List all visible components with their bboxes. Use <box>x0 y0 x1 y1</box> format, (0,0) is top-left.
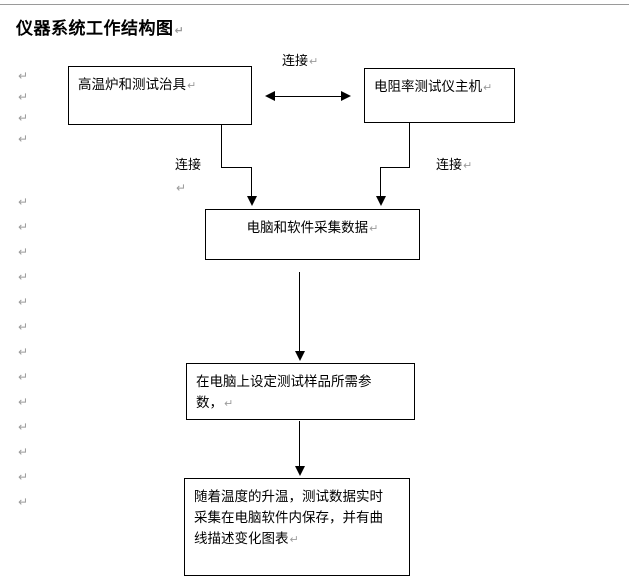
flow-box-furnace-label: 高温炉和测试治具 <box>78 77 186 92</box>
flow-box-set-parameters-text: 在电脑上设定测试样品所需参 数，↵ <box>196 371 407 413</box>
margin-pilcrow-icon-8: ↵ <box>18 270 29 284</box>
connector-parameters-to-record <box>299 421 300 467</box>
pilcrow-mark-icon-left-label: ↵ <box>176 181 187 195</box>
connector-line-furnace-to-tester <box>271 96 348 97</box>
connector-segment-furnace-down <box>221 125 222 168</box>
margin-pilcrow-icon-15: ↵ <box>18 445 29 459</box>
arrow-head-down-icon-tester <box>376 196 386 206</box>
connector-segment-furnace-drop <box>251 167 252 197</box>
flow-box-realtime-record-text: 随着温度的升温，测试数据实时 采集在电脑软件内保存，并有曲 线描述变化图表↵ <box>194 486 402 549</box>
arrow-head-down-icon-parameters <box>295 351 305 361</box>
margin-pilcrow-icon-12: ↵ <box>18 370 29 384</box>
connector-segment-tester-across <box>380 167 410 168</box>
margin-pilcrow-icon-14: ↵ <box>18 420 29 434</box>
margin-pilcrow-icon-2: ↵ <box>18 90 29 104</box>
pilcrow-mark-icon: ↵ <box>309 55 319 68</box>
arrow-head-down-icon-furnace <box>247 196 257 206</box>
flow-box-set-parameters[interactable]: 在电脑上设定测试样品所需参 数，↵ <box>186 363 415 420</box>
flow-box-resistivity-tester-text: 电阻率测试仪主机↵ <box>374 76 507 97</box>
flow-box-furnace-text: 高温炉和测试治具↵ <box>78 74 244 95</box>
pilcrow-mark-icon: ↵ <box>289 533 299 546</box>
flow-box-computer-acquisition-label: 电脑和软件采集数据 <box>246 220 369 235</box>
connector-label-left-middle-text: 连接 <box>175 157 202 172</box>
pilcrow-mark-icon: ↵ <box>224 397 234 410</box>
margin-pilcrow-icon-13: ↵ <box>18 395 29 409</box>
flow-box-resistivity-tester-label: 电阻率测试仪主机 <box>374 79 482 94</box>
connector-label-right-middle: 连接↵ <box>436 157 472 173</box>
connector-label-right-middle-text: 连接 <box>436 157 463 172</box>
pilcrow-mark-icon: ↵ <box>187 79 197 92</box>
connector-segment-tester-down <box>409 123 410 168</box>
connector-acquisition-to-parameters <box>299 272 300 352</box>
margin-pilcrow-icon-9: ↵ <box>18 295 29 309</box>
margin-pilcrow-icon-10: ↵ <box>18 320 29 334</box>
page-title-text: 仪器系统工作结构图 <box>16 19 174 38</box>
connector-label-left-middle: 连接 <box>175 157 201 173</box>
flow-box-set-parameters-label: 在电脑上设定测试样品所需参 数， <box>196 374 372 410</box>
flow-box-computer-acquisition[interactable]: 电脑和软件采集数据↵ <box>205 209 420 260</box>
margin-pilcrow-icon-17: ↵ <box>18 495 29 509</box>
connector-label-top-center: 连接↵ <box>282 53 318 69</box>
connector-segment-tester-drop <box>380 167 381 197</box>
margin-pilcrow-icon-1: ↵ <box>18 69 29 83</box>
arrow-head-left-icon <box>265 91 275 101</box>
flow-box-realtime-record-label: 随着温度的升温，测试数据实时 采集在电脑软件内保存，并有曲 线描述变化图表 <box>194 489 383 546</box>
margin-pilcrow-icon-7: ↵ <box>18 245 29 259</box>
margin-pilcrow-icon-11: ↵ <box>18 345 29 359</box>
margin-pilcrow-icon-4: ↵ <box>18 132 29 146</box>
flow-box-realtime-record[interactable]: 随着温度的升温，测试数据实时 采集在电脑软件内保存，并有曲 线描述变化图表↵ <box>184 478 410 576</box>
margin-pilcrow-icon-5: ↵ <box>18 195 29 209</box>
margin-pilcrow-icon-3: ↵ <box>18 111 29 125</box>
arrow-head-down-icon-record <box>295 466 305 476</box>
arrow-head-right-icon <box>341 91 351 101</box>
flow-box-computer-acquisition-text: 电脑和软件采集数据↵ <box>206 217 419 238</box>
margin-pilcrow-icon-16: ↵ <box>18 470 29 484</box>
pilcrow-mark-icon: ↵ <box>463 159 473 172</box>
connector-segment-furnace-across <box>221 167 252 168</box>
connector-label-top-center-text: 连接 <box>282 53 309 68</box>
pilcrow-mark-icon: ↵ <box>369 222 379 235</box>
document-top-rule <box>0 4 629 5</box>
flow-box-furnace[interactable]: 高温炉和测试治具↵ <box>68 66 252 125</box>
page-title: 仪器系统工作结构图↵ <box>16 18 184 40</box>
flow-box-resistivity-tester[interactable]: 电阻率测试仪主机↵ <box>364 68 515 123</box>
pilcrow-mark-icon: ↵ <box>174 24 185 37</box>
pilcrow-mark-icon: ↵ <box>483 81 493 94</box>
margin-pilcrow-icon-6: ↵ <box>18 220 29 234</box>
